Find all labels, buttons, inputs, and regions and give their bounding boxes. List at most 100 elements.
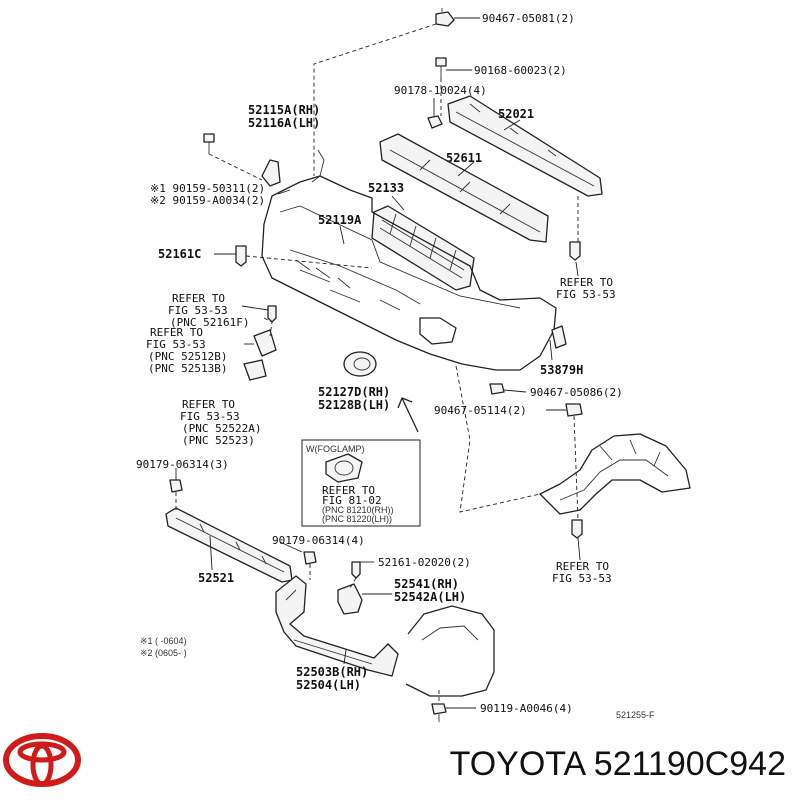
nut-90179-06314-right-part [303,551,317,565]
bracket-52503b-part [275,575,399,677]
nut-90467-05086-part [489,383,505,395]
clip-52161-02020-part [351,561,361,579]
assembly-dash-line [455,365,541,513]
refer-label: REFER TO [182,398,235,411]
bracket-52522a-part [243,359,267,381]
leader-line [503,389,527,393]
label-90467-05086: 90467-05086(2) [530,386,623,399]
refer-label: REFER TO [556,560,609,573]
label-52542a: 52542A(LH) [394,590,466,604]
leader-line [209,535,213,571]
leader-line [241,305,269,311]
fog-cover-52127d-part [343,351,377,377]
label-90168-60023: 90168-60023(2) [474,64,567,77]
label-52161c: 52161C [158,247,201,261]
label-52611: 52611 [446,151,482,165]
foglamp-refer: REFER TO [322,484,375,497]
refer-label: REFER TO [150,326,203,339]
refer-label: FIG 53-53 [146,338,206,351]
assembly-dash-line [245,255,373,269]
absorber-52611-part [379,133,549,243]
refer-label: FIG 53-53 [556,288,616,301]
label-52119a: 52119A [318,213,362,227]
label-52021: 52021 [498,107,534,121]
label-52503b: 52503B(RH) [296,665,368,679]
label-52541: 52541(RH) [394,577,459,591]
label-90159-a0034: ※2 90159-A0034(2) [150,194,265,207]
label-90178-10024: 90178-10024(4) [394,84,487,97]
clip-52161f-part [267,305,277,323]
assembly-dash-line [573,415,579,521]
label-52128b: 52128B(LH) [318,398,390,412]
clip-90467-05081-part [435,8,455,27]
label-90119-a0046: 90119-A0046(4) [480,702,573,715]
bracket-52115a-part [261,159,281,187]
assembly-dash-line [349,577,357,589]
fender-outline-part [405,605,495,697]
label-52504: 52504(LH) [296,678,361,692]
label-52115a: 52115A(RH) [248,103,320,117]
leader-line [503,119,521,131]
bolt-90119-a0046-part [431,703,447,722]
note-1: ※1 ( -0604) [140,636,187,646]
clip-52161c-part [235,245,247,267]
fog-arrow [397,397,419,433]
leader-line [279,541,303,553]
label-52161-02020: 52161-02020(2) [378,556,471,569]
assembly-dash-line [263,317,273,337]
label-90159-50311: ※1 90159-50311(2) [150,182,265,195]
bracket-52541-part [337,583,363,615]
leader-line [391,195,405,211]
leader-line [577,537,581,561]
label-90179-06314-left: 90179-06314(3) [136,458,229,471]
leader-line [575,261,579,277]
brand-part-number: TOYOTA 521190C942 [450,745,786,783]
label-52116a: 52116A(LH) [248,116,320,130]
refer-label: (PNC 52161F) [170,316,249,329]
refer-label: (PNC 52523) [182,434,255,447]
label-52133: 52133 [368,181,404,195]
nut-90178-10024-part [427,115,443,129]
refer-label: (PNC 52512B) [148,350,227,363]
fender-liner-part [539,433,691,515]
reinforcement-52021-part [447,95,603,197]
label-52127d: 52127D(RH) [318,385,390,399]
label-52521: 52521 [198,571,234,585]
nut-90179-06314-left-part [169,479,183,493]
note-2: ※2 (0605- ) [140,648,187,658]
label-90179-06314-right: 90179-06314(4) [272,534,365,547]
refer-label: FIG 53-53 [168,304,228,317]
nut-90467-05114-part [565,403,583,417]
bumper-cover-52119a-part [261,149,557,371]
leader-line [339,225,345,245]
toyota-logo-icon [3,733,81,787]
refer-label: (PNC 52513B) [148,362,227,375]
screw-90168-60023-part [435,57,447,78]
refer-label: (PNC 52522A) [182,422,261,435]
label-53879h: 53879H [540,363,583,377]
refer-label: REFER TO [560,276,613,289]
refer-label: FIG 53-53 [180,410,240,423]
foglamp-title: W(FOGLAMP) [306,444,365,454]
label-90467-05081: 90467-05081(2) [482,12,575,25]
label-90467-05114: 90467-05114(2) [434,404,527,417]
diagram-id: 521255-F [616,710,655,720]
assembly-dash-line [208,153,263,181]
assembly-dash-line [313,23,437,176]
clip-liner-part [571,519,583,539]
grille-52133-part [371,205,475,291]
foglamp-box [301,439,421,527]
clip-right-part [569,241,581,261]
leader-line [549,339,553,361]
refer-label: FIG 53-53 [552,572,612,585]
bracket-52512b-part [253,329,277,357]
refer-label: REFER TO [172,292,225,305]
foglamp-refer: (PNC 81210(RH)) [322,505,394,515]
leader-line [277,189,291,195]
clip-53879h-part [551,325,567,349]
foglamp-refer: (PNC 81220(LH)) [322,514,392,524]
leader-line [457,161,475,177]
leader-line [343,649,347,665]
